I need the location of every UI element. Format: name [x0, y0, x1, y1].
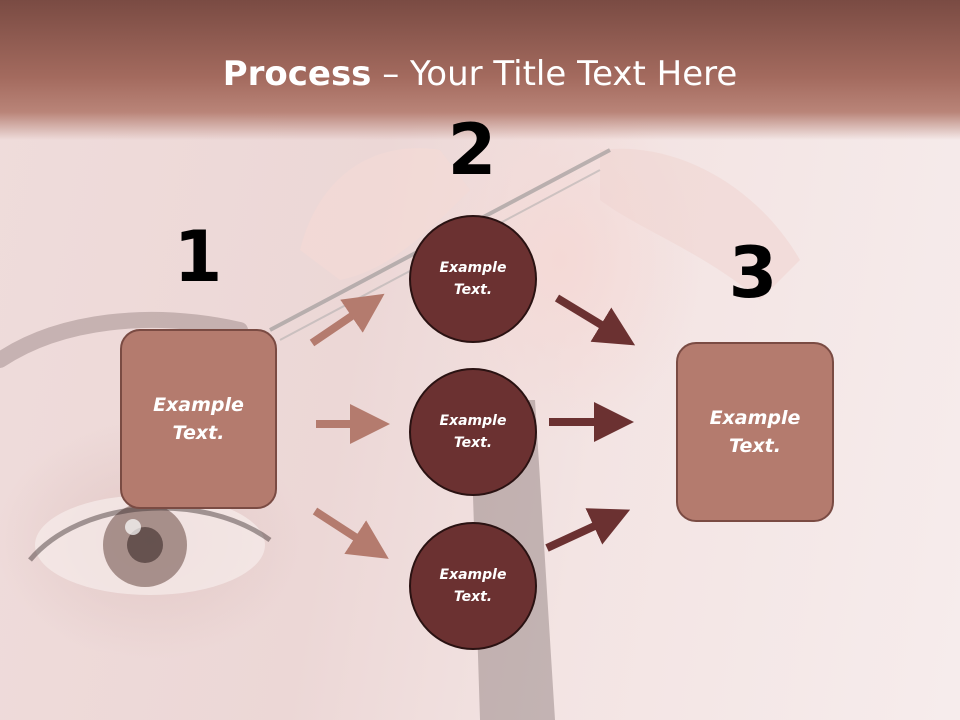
step-number-2: 2 [447, 109, 497, 191]
step-1-box: Example Text. [120, 329, 277, 509]
title-rest: – Your Title Text Here [371, 54, 738, 94]
step-2-circle-middle: Example Text. [409, 368, 537, 496]
circle-middle-text: Example Text. [439, 412, 507, 451]
step-3-box-text: Example Text. [709, 406, 801, 458]
step-2-circle-bottom: Example Text. [409, 522, 537, 650]
step-number-3: 3 [728, 232, 778, 314]
slide-title: Process – Your Title Text Here [0, 54, 960, 94]
step-1-box-text: Example Text. [153, 393, 244, 445]
title-bold: Process [222, 54, 372, 94]
step-3-box: Example Text. [676, 342, 834, 522]
step-number-1: 1 [173, 216, 223, 298]
step-2-circle-top: Example Text. [409, 215, 537, 343]
arrow-1-to-top [309, 293, 385, 347]
circle-top-text: Example Text. [439, 259, 507, 298]
circle-bottom-text: Example Text. [439, 566, 507, 605]
arrow-1-to-bottom [312, 507, 389, 559]
arrow-bottom-to-3 [545, 508, 631, 552]
arrow-top-to-3 [554, 294, 636, 346]
title-band [0, 0, 960, 140]
